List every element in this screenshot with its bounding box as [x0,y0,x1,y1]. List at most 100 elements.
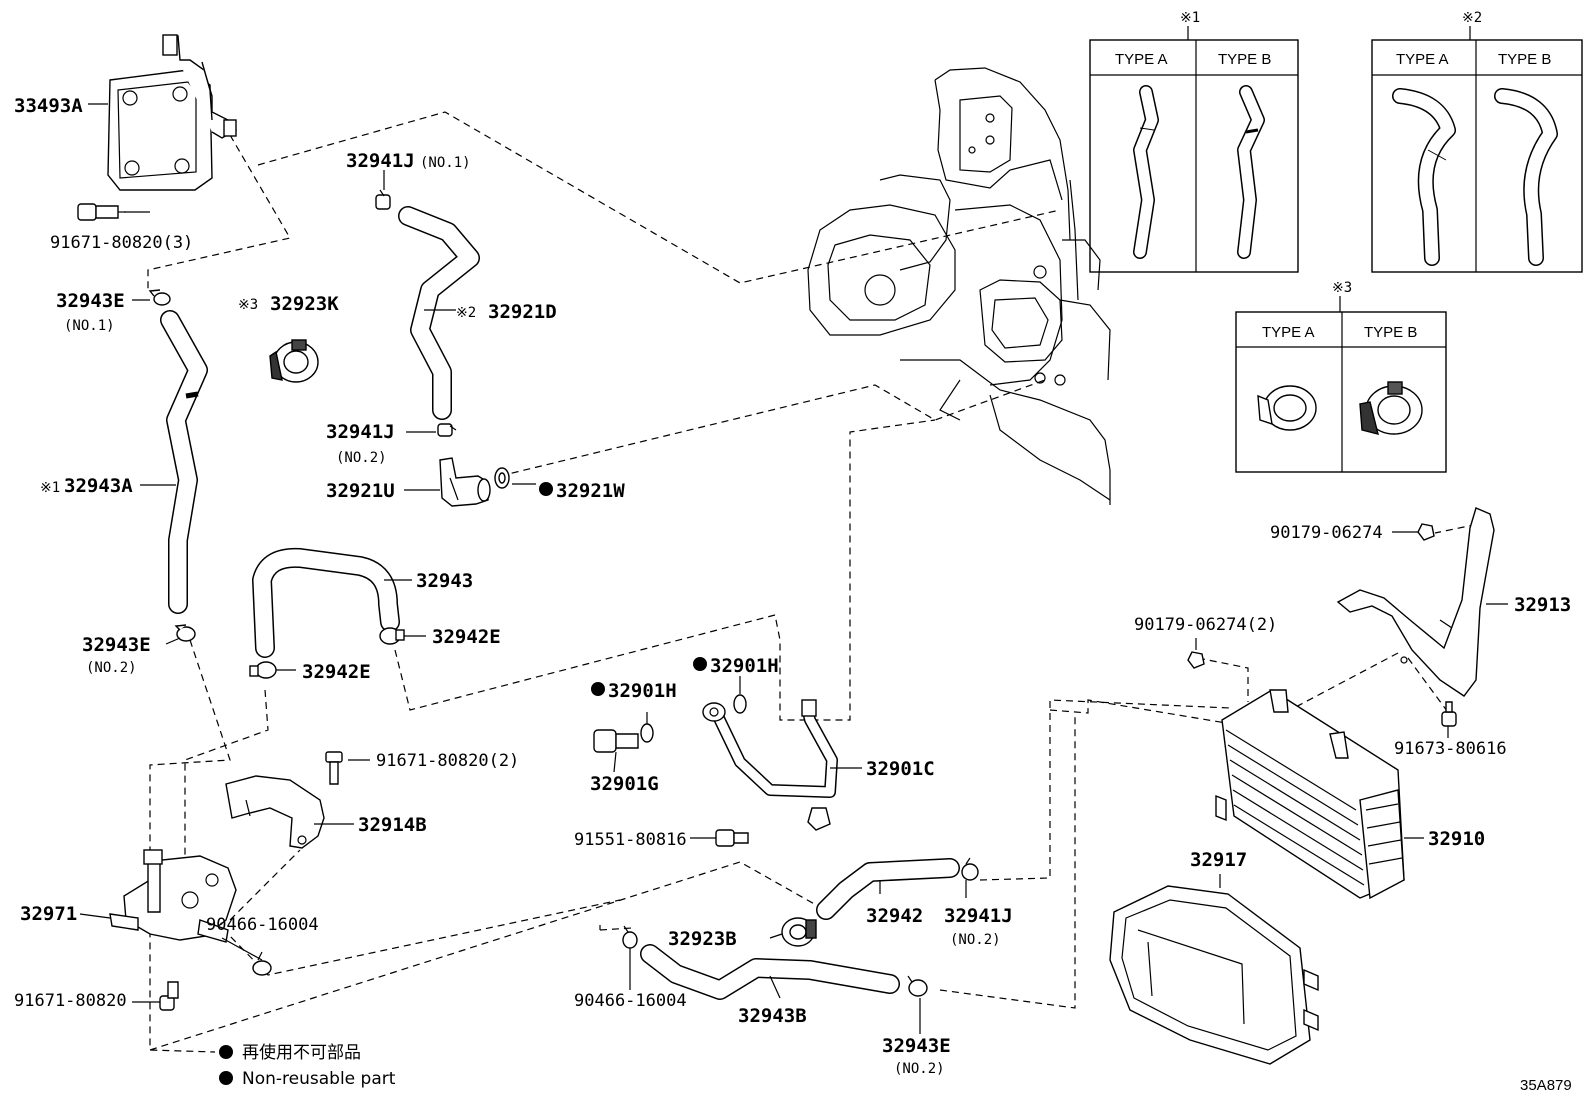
label-32914B: 32914B [358,814,427,836]
nut-90179-06274-2-icon [1187,651,1205,669]
label-32943E-no2-bottom-note: (NO.2) [894,1061,945,1077]
label-32921D: 32921D [488,301,557,323]
label-32921D-mark: ※2 [456,305,476,321]
label-32941J-no2-upper-note: (NO.2) [336,450,387,466]
clamp-type-b-icon [1359,381,1423,435]
clamp-32943E-no2-left-icon [174,624,196,642]
label-32942E-right: 32942E [432,626,501,648]
label-32943B: 32943B [738,1005,807,1027]
clamp-32942E-left-icon [249,661,277,679]
label-91671-80820-3: 91671-80820(3) [50,233,193,253]
label-32943E-no2-left: 32943E [82,634,151,656]
label-32921U: 32921U [326,480,395,502]
gasket-32901H-b-icon [733,694,747,714]
bolt-91673-80616-icon [1441,701,1457,727]
label-91673-80616: 91673-80616 [1394,739,1507,759]
clip-32941J-no2-upper-icon [437,423,457,437]
clamp-32942E-right-icon [379,627,405,645]
gasket-32901H-a-icon [640,723,654,743]
legend: 再使用不可部品 Non-reusable part [219,1042,396,1089]
label-32941J-no1-note: (NO.1) [420,155,471,171]
non-reusable-dot-icon [591,682,605,696]
clamp-32923B-icon [781,917,817,947]
oil-cooler-33493A-icon [107,34,238,191]
valve-32971-icon [109,849,237,943]
legend-dot-icon [219,1071,233,1085]
clamp-type-a-icon [1257,385,1317,431]
label-32941J-no2-lower-note: (NO.2) [950,932,1001,948]
label-32923K-mark: ※3 [238,297,258,313]
label-90466-16004-left: 90466-16004 [206,915,319,935]
bolt-32901G-icon [593,729,639,753]
variant-box-3: ※3 TYPE A TYPE B [1235,280,1447,473]
bolt-91671-80820-2-icon [325,751,343,785]
label-32901G: 32901G [590,773,659,795]
svg-text:※2: ※2 [1462,10,1482,26]
clip-32941J-no1-icon [375,189,391,210]
legend-line-en: Non-reusable part [242,1069,396,1089]
nut-90179-06274-icon [1417,523,1435,541]
label-32923K: 32923K [270,293,339,315]
label-32943E-no1-note: (NO.1) [64,318,115,334]
label-32910: 32910 [1428,828,1485,850]
svg-text:TYPE B: TYPE B [1218,51,1271,68]
label-32943E-no2-left-note: (NO.2) [86,660,137,676]
svg-text:※3: ※3 [1332,280,1352,296]
bracket-32913-icon [1336,507,1495,697]
non-reusable-dot-icon [539,482,553,496]
gasket-32921W-icon [494,467,510,489]
fitting-32921U-icon [439,457,491,507]
label-90179-06274-2: 90179-06274(2) [1134,615,1277,635]
label-32942E-left: 32942E [302,661,371,683]
clamp-32943E-no1-icon [148,289,171,306]
svg-text:※1: ※1 [1180,10,1200,26]
transaxle-outline [807,67,1111,505]
svg-text:TYPE A: TYPE A [1115,51,1168,68]
label-91671-80820-2: 91671-80820(2) [376,751,519,771]
label-32943A-mark: ※1 [40,480,60,496]
svg-text:TYPE B: TYPE B [1364,324,1417,341]
label-32942: 32942 [866,905,923,927]
clamp-32943E-no2-bottom-icon [907,975,928,997]
clamp-90466-16004-left-icon [252,951,272,976]
label-32917: 32917 [1190,849,1247,871]
label-90466-16004-bottom: 90466-16004 [574,991,687,1011]
clamp-90466-16004-bottom-icon [622,925,638,949]
label-32913: 32913 [1514,594,1571,616]
label-91671-80820: 91671-80820 [14,991,127,1011]
pipe-32901C-icon [702,699,838,831]
duct-32917-icon [1109,885,1319,1065]
bracket-32914B-icon [225,775,325,849]
solid-leaders [79,103,1508,1034]
svg-text:TYPE A: TYPE A [1262,324,1315,341]
part-labels: 33493A 91671-80820(3) 32941J (NO.1) 3294… [14,95,1571,1077]
label-32943: 32943 [416,570,473,592]
diagram-code: 35A879 [1520,1077,1572,1094]
label-32943A: 32943A [64,475,133,497]
label-32971: 32971 [20,903,77,925]
variant-box-2: ※2 TYPE A TYPE B [1371,10,1583,273]
label-32921W: 32921W [556,480,625,502]
label-32901C: 32901C [866,758,935,780]
variant-box-1: ※1 TYPE A TYPE B [1089,10,1299,273]
non-reusable-dot-icon [693,657,707,671]
label-32941J-no2-upper: 32941J [326,421,395,443]
clip-32941J-no2-lower-icon [961,857,979,881]
legend-line-jp: 再使用不可部品 [242,1042,361,1063]
legend-dot-icon [219,1045,233,1059]
label-32943E-no2-bottom: 32943E [882,1035,951,1057]
leader-lines [147,111,1489,1053]
oil-cooler-32910-icon [1215,689,1405,900]
label-32901H-a: 32901H [608,680,677,702]
label-32941J-no1: 32941J [346,150,415,172]
bolt-91671-80820-icon [159,981,179,1011]
bolt-91671-80820-3-icon [77,203,126,221]
svg-text:TYPE B: TYPE B [1498,51,1551,68]
label-32923B: 32923B [668,928,737,950]
bolt-91551-80816-icon [715,829,749,847]
label-32943E-no1: 32943E [56,290,125,312]
label-32941J-no2-lower: 32941J [944,905,1013,927]
label-90179-06274: 90179-06274 [1270,523,1383,543]
label-91551-80816: 91551-80816 [574,830,687,850]
